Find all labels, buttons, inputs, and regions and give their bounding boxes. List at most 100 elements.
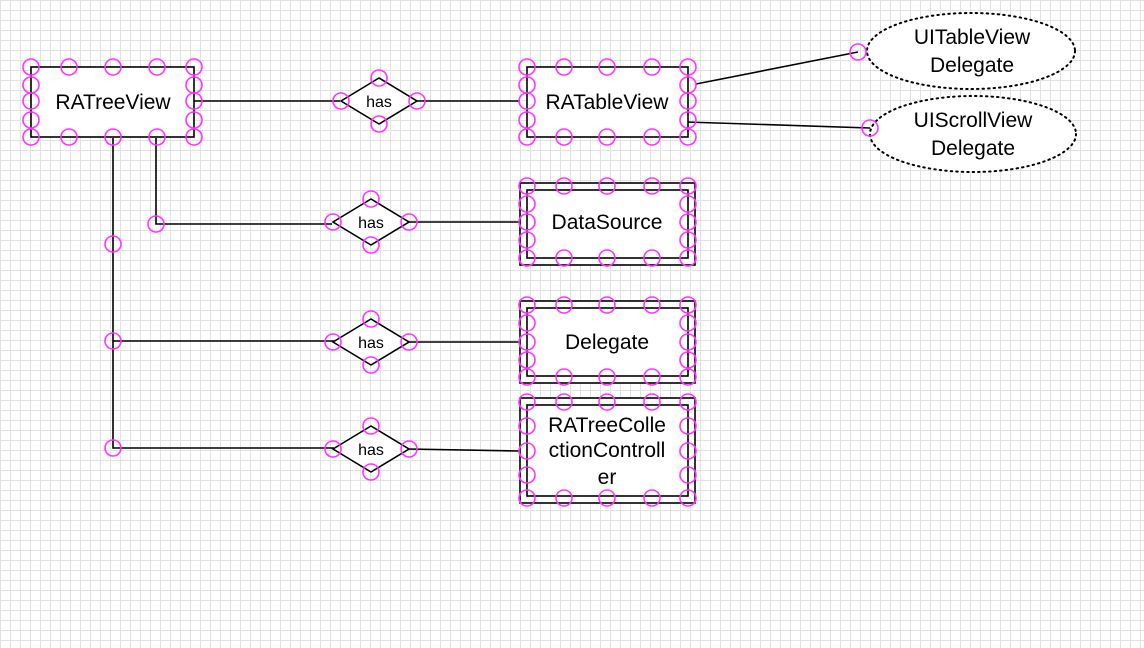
connection-handle[interactable] [324, 333, 342, 351]
connection-handle[interactable] [518, 195, 536, 213]
connection-handle[interactable] [643, 58, 661, 76]
connection-handle[interactable] [362, 417, 380, 435]
connection-handle[interactable] [679, 231, 697, 249]
connection-handle[interactable] [518, 231, 536, 249]
connection-handle[interactable] [679, 314, 697, 332]
connection-handle[interactable] [679, 489, 697, 507]
connection-handle[interactable] [555, 128, 573, 146]
connection-handle[interactable] [362, 310, 380, 328]
connection-handle[interactable] [679, 249, 697, 267]
connection-handle[interactable] [185, 128, 203, 146]
connection-handle[interactable] [332, 92, 350, 110]
connection-handle[interactable] [555, 296, 573, 314]
connection-handle[interactable] [147, 215, 165, 233]
connection-handle[interactable] [861, 119, 879, 137]
connection-handle[interactable] [370, 69, 388, 87]
connection-handle[interactable] [22, 92, 40, 110]
connection-handle[interactable] [518, 351, 536, 369]
connection-handle[interactable] [518, 417, 536, 435]
connection-handle[interactable] [518, 314, 536, 332]
attribute-uiscrollview-delegate[interactable]: UIScrollView Delegate [869, 95, 1077, 173]
connection-handle[interactable] [643, 249, 661, 267]
entity-ratreecollectioncontroller[interactable]: RATreeColle ctionControll er [519, 397, 696, 504]
entity-datasource[interactable]: DataSource [519, 182, 696, 266]
connection-handle[interactable] [643, 489, 661, 507]
connection-handle[interactable] [555, 58, 573, 76]
connection-handle[interactable] [598, 393, 616, 411]
connection-handle[interactable] [598, 177, 616, 195]
connection-handle[interactable] [643, 128, 661, 146]
connection-handle[interactable] [518, 442, 536, 460]
connection-handle[interactable] [148, 128, 166, 146]
connection-handle[interactable] [643, 296, 661, 314]
connection-handle[interactable] [324, 440, 342, 458]
connection-handle[interactable] [370, 115, 388, 133]
connection-handle[interactable] [679, 417, 697, 435]
connection-handle[interactable] [679, 368, 697, 386]
connection-handle[interactable] [60, 128, 78, 146]
connection-handle[interactable] [679, 351, 697, 369]
connection-handle[interactable] [518, 489, 536, 507]
connection-handle[interactable] [518, 92, 536, 110]
connection-handle[interactable] [104, 58, 122, 76]
connection-handle[interactable] [324, 213, 342, 231]
connection-handle[interactable] [185, 111, 203, 129]
connection-handle[interactable] [22, 128, 40, 146]
connection-handle[interactable] [518, 177, 536, 195]
connection-handle[interactable] [518, 213, 536, 231]
connection-handle[interactable] [679, 128, 697, 146]
connection-handle[interactable] [22, 111, 40, 129]
connection-handle[interactable] [22, 58, 40, 76]
connection-handle[interactable] [60, 58, 78, 76]
connection-handle[interactable] [679, 92, 697, 110]
connection-handle[interactable] [518, 466, 536, 484]
connection-handle[interactable] [679, 195, 697, 213]
connection-handle[interactable] [679, 177, 697, 195]
connection-handle[interactable] [598, 128, 616, 146]
connection-handle[interactable] [598, 249, 616, 267]
relationship-4[interactable]: has [331, 425, 411, 473]
connection-handle[interactable] [518, 58, 536, 76]
connection-handle[interactable] [679, 296, 697, 314]
connection-handle[interactable] [555, 177, 573, 195]
connection-handle[interactable] [679, 393, 697, 411]
connection-handle[interactable] [598, 489, 616, 507]
connection-handle[interactable] [148, 58, 166, 76]
connection-handle[interactable] [104, 332, 122, 350]
connection-handle[interactable] [679, 442, 697, 460]
connection-handle[interactable] [555, 393, 573, 411]
relationship-1[interactable]: has [339, 77, 419, 125]
connection-handle[interactable] [679, 333, 697, 351]
connection-handle[interactable] [555, 249, 573, 267]
connection-handle[interactable] [643, 368, 661, 386]
connection-handle[interactable] [185, 58, 203, 76]
connection-handle[interactable] [555, 489, 573, 507]
connection-handle[interactable] [555, 368, 573, 386]
connection-handle[interactable] [408, 92, 426, 110]
connection-handle[interactable] [643, 393, 661, 411]
connection-handle[interactable] [518, 128, 536, 146]
connection-handle[interactable] [679, 58, 697, 76]
connection-handle[interactable] [185, 92, 203, 110]
connection-handle[interactable] [598, 58, 616, 76]
connection-handle[interactable] [643, 177, 661, 195]
entity-ratreeview[interactable]: RATreeView [30, 66, 195, 138]
connection-handle[interactable] [400, 213, 418, 231]
connection-handle[interactable] [362, 236, 380, 254]
connection-handle[interactable] [104, 235, 122, 253]
attribute-uitableview-delegate[interactable]: UITableView Delegate [866, 12, 1076, 90]
connection-handle[interactable] [518, 111, 536, 129]
connection-handle[interactable] [362, 190, 380, 208]
connection-handle[interactable] [400, 333, 418, 351]
connection-handle[interactable] [518, 333, 536, 351]
relationship-2[interactable]: has [331, 198, 411, 246]
connection-handle[interactable] [679, 111, 697, 129]
entity-ratableview[interactable]: RATableView [526, 66, 689, 138]
connection-handle[interactable] [679, 466, 697, 484]
connection-handle[interactable] [598, 296, 616, 314]
connection-handle[interactable] [849, 43, 867, 61]
connection-handle[interactable] [400, 440, 418, 458]
connection-handle[interactable] [518, 393, 536, 411]
connection-handle[interactable] [679, 213, 697, 231]
connection-handle[interactable] [598, 368, 616, 386]
